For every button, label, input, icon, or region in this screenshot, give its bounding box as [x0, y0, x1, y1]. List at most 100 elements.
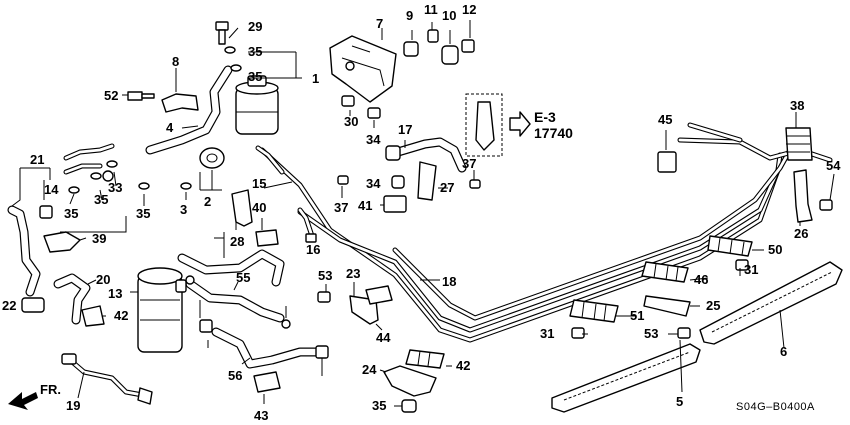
- callout-35: 35: [248, 69, 262, 84]
- callout-40: 40: [252, 200, 266, 215]
- callout-17: 17: [398, 122, 412, 137]
- callout-32: 33: [108, 180, 122, 195]
- callout-13: 13: [108, 286, 122, 301]
- callout-16: 16: [306, 242, 320, 257]
- callout-31: 31: [744, 262, 758, 277]
- callout-30: 30: [344, 114, 358, 129]
- reference-part-number: 17740: [534, 125, 573, 141]
- callout-7: 7: [376, 16, 383, 31]
- tube-56: [177, 249, 285, 287]
- callout-8: 8: [172, 54, 179, 69]
- callout-50: 53: [644, 326, 658, 341]
- callout-35: 35: [64, 206, 78, 221]
- protector-5: [551, 343, 701, 413]
- clip-40: [255, 229, 279, 247]
- reference-box: [465, 93, 531, 157]
- clamp-48b: [569, 299, 619, 323]
- callout-29: 29: [248, 19, 262, 34]
- callout-18: 18: [442, 274, 456, 289]
- clamp-47: [641, 261, 689, 283]
- callout-34: 34: [366, 176, 381, 191]
- callout-labels: 29 35 35 1 8 52 4 7 9 11 10 12 30 34 17 …: [2, 2, 841, 423]
- callout-33: 34: [366, 132, 381, 147]
- tube-51: [185, 279, 285, 323]
- callout-35: 35: [94, 192, 108, 207]
- callout-24: 24: [362, 362, 377, 377]
- bracket-7: [329, 35, 397, 103]
- callout-10: 10: [442, 8, 456, 23]
- protector-6: [699, 261, 843, 345]
- callout-51: 55: [236, 270, 250, 285]
- callout-49: 52: [104, 88, 118, 103]
- callout-50: 54: [826, 158, 841, 173]
- hose-55: [7, 205, 41, 297]
- clamp-48a: [707, 235, 753, 257]
- front-direction-label: FR.: [40, 382, 61, 397]
- callout-48: 51: [630, 308, 644, 323]
- clip-27: [417, 161, 437, 201]
- small-parts: [21, 21, 833, 413]
- callout-5: 5: [676, 394, 683, 409]
- callout-2: 2: [204, 194, 211, 209]
- callout-11: 11: [424, 2, 438, 17]
- callout-52: 56: [228, 368, 242, 383]
- leader-lines: [11, 20, 835, 407]
- tube-52: [211, 327, 323, 369]
- bracket-26: [793, 169, 813, 223]
- clamp-42: [405, 349, 445, 369]
- pipe-15-bracket: [297, 207, 315, 239]
- callout-20: 20: [96, 272, 110, 287]
- callout-3: 3: [180, 202, 187, 217]
- fuel-line-bundle: [255, 122, 833, 343]
- callout-14: 14: [44, 182, 59, 197]
- callout-34: 35: [372, 398, 386, 413]
- callout-12: 12: [462, 2, 476, 17]
- callout-50: 53: [318, 268, 332, 283]
- clip-45: [253, 371, 281, 393]
- callout-31: 31: [540, 326, 554, 341]
- callout-44: 44: [376, 330, 391, 345]
- diagram-code: S04G–B0400A: [736, 401, 815, 413]
- callout-1: 1: [312, 71, 319, 86]
- bracket-24: [383, 365, 437, 397]
- callout-22: 22: [2, 298, 16, 313]
- callout-37: 37: [462, 156, 476, 171]
- callout-6: 6: [780, 344, 787, 359]
- canister-13: [137, 267, 187, 353]
- callout-27: 27: [440, 180, 454, 195]
- callout-42: 42: [456, 358, 470, 373]
- callout-47: 46: [694, 272, 708, 287]
- fuel-filter-1: [235, 75, 279, 135]
- front-direction-arrow: [8, 392, 38, 410]
- callout-25: 25: [706, 298, 720, 313]
- clip-39: [43, 231, 81, 253]
- clip-46: [657, 151, 677, 173]
- callout-35: 35: [136, 206, 150, 221]
- fuel-filler-hose-4: [145, 65, 233, 155]
- callout-43: 41: [358, 198, 372, 213]
- callout-38: 38: [790, 98, 804, 113]
- bracket-28: [231, 189, 253, 227]
- callout-28: 28: [230, 234, 244, 249]
- bracket-25: [643, 295, 691, 317]
- callout-23: 23: [346, 266, 360, 281]
- callout-41: 42: [114, 308, 128, 323]
- callout-9: 9: [406, 8, 413, 23]
- callout-4: 4: [166, 120, 174, 135]
- callout-35: 35: [248, 44, 262, 59]
- reference-section: E-3: [534, 109, 556, 125]
- breather-tube-17: [385, 137, 467, 173]
- vent-pipe-21: [63, 143, 115, 175]
- callout-19: 19: [66, 398, 80, 413]
- callout-26: 26: [794, 226, 808, 241]
- bracket-8: [161, 93, 199, 113]
- callout-46: 45: [658, 112, 672, 127]
- clip-43: [383, 195, 407, 213]
- callout-48: 50: [768, 242, 782, 257]
- callout-39: 39: [92, 231, 106, 246]
- clamp-38: [785, 127, 813, 161]
- hose-20: [53, 273, 91, 325]
- callout-37: 37: [334, 200, 348, 215]
